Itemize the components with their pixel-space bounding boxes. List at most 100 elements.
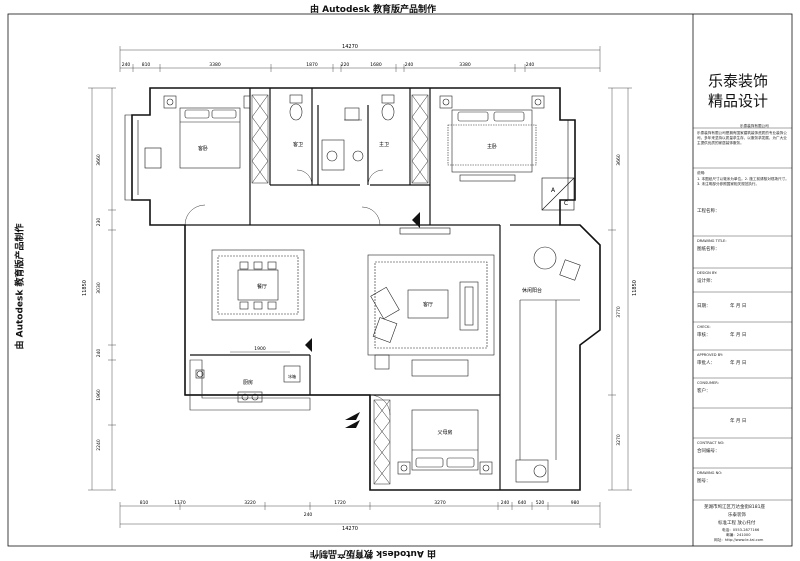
- date-value-4: 年 月 日: [730, 419, 747, 424]
- company-postcode: 邮编：241000: [726, 533, 751, 537]
- company-name: 乐泰装饰: [728, 513, 746, 518]
- bottom-dim-6: 240: [501, 500, 510, 506]
- notes-text: 1. 本图纸尺寸以毫米为单位。2. 施工前请核对现场尺寸。3. 未注明部分参照国…: [697, 177, 789, 186]
- guest-wardrobe: [251, 94, 269, 184]
- date-value-1: 年 月 日: [730, 304, 747, 309]
- drawing-title-value: 图纸名称：: [697, 247, 720, 252]
- notes-label: 说明:: [697, 171, 706, 175]
- balcony-furniture: [519, 246, 581, 460]
- company-address: 芜湖市鸠江区万达金街8181座: [704, 505, 765, 510]
- entry-arrow: [305, 212, 420, 428]
- left-dim-4: 240: [96, 349, 102, 358]
- brand-title-line1: 乐泰装饰: [708, 72, 769, 90]
- left-dim-3: 3030: [96, 282, 102, 294]
- approved-label: APPROVED BY:: [697, 353, 723, 357]
- doors: [184, 169, 391, 416]
- drawing-no-label: DRAWING NO:: [697, 471, 723, 475]
- sheet-border: [7, 13, 793, 547]
- left-dim-5: 1960: [96, 389, 102, 401]
- contract-label: CONTRACT NO:: [697, 441, 725, 445]
- check-label: CHECK:: [697, 325, 711, 329]
- label-balcony: 休闲阳台: [522, 287, 542, 294]
- label-dining: 餐厅: [257, 283, 267, 290]
- drawing-title-label: DRAWING TITLE:: [697, 239, 727, 243]
- brand-title-line2: 精品设计: [708, 92, 769, 110]
- left-total-dim: 11850: [82, 280, 88, 296]
- drawing-no-value: 图号：: [697, 479, 711, 484]
- date-value-3: 年 月 日: [730, 361, 747, 366]
- bottom-dim-2: 1170: [174, 500, 186, 506]
- right-dim-1: 3660: [616, 154, 622, 166]
- marker-a: A: [551, 187, 556, 194]
- top-dim-1: 240: [122, 62, 131, 68]
- bottom-dim-7: 640: [518, 500, 527, 506]
- brand-sub: 乐泰装饰有限公司: [740, 124, 769, 128]
- guest-bath-fixtures: [289, 94, 362, 171]
- top-dim-8: 3380: [459, 62, 471, 68]
- design-value: 设计师：: [697, 279, 715, 284]
- label-living: 客厅: [423, 301, 433, 308]
- title-block-lines: [693, 127, 792, 501]
- label-guest-bedroom: 客卧: [198, 145, 208, 152]
- design-label: DESIGN BY:: [697, 271, 718, 275]
- approved-value: 审批人：: [697, 361, 715, 366]
- marker-box: [541, 177, 575, 211]
- living-room-furniture: [367, 254, 495, 377]
- top-dim-9: 240: [526, 62, 535, 68]
- label-master-bath: 主卫: [379, 141, 389, 148]
- master-wardrobe: [411, 94, 429, 184]
- contract-value: 合同编号：: [697, 449, 720, 454]
- watermark-top: 由 Autodesk 教育版产品制作: [310, 5, 437, 15]
- guest-bedroom-desk: [144, 147, 162, 169]
- bottom-mid-dim: 240: [304, 512, 313, 518]
- label-master-bedroom: 主卧: [487, 143, 497, 150]
- right-dimensions: [608, 87, 632, 491]
- top-dim-2: 810: [142, 62, 151, 68]
- entry-window: [399, 227, 451, 235]
- kitchen-counter: [189, 359, 311, 411]
- bottom-dim-5: 3270: [434, 500, 446, 506]
- company-phone: 电话：0553-2877166: [722, 528, 760, 532]
- left-dim-6: 2240: [96, 439, 102, 451]
- consumer-label: CONSUMER:: [697, 381, 719, 385]
- top-dim-6: 1680: [370, 62, 382, 68]
- bottom-dim-4: 1720: [334, 500, 346, 506]
- company-about: 乐泰装饰有限公司是拥有国家建筑装饰资质的专业装饰公司，多年来坚持以质量求生存、以…: [697, 131, 787, 145]
- bottom-dim-8: 520: [536, 500, 545, 506]
- guest-bed: [163, 95, 251, 169]
- bottom-total-dim: 14270: [342, 526, 358, 532]
- left-dim-1: 3660: [96, 154, 102, 166]
- company-website: 网址：http://www.le-tai.com: [714, 538, 764, 542]
- label-fridge: 冰箱: [288, 373, 296, 379]
- parents-bed: [397, 409, 549, 483]
- label-parents-bedroom: 父母房: [437, 429, 452, 436]
- bottom-dim-1: 810: [140, 500, 149, 506]
- left-dimensions: [88, 87, 116, 491]
- top-dim-5: 220: [341, 62, 350, 68]
- inner-width-dim: 1900: [254, 346, 266, 352]
- company-slogan: 标准工程 放心托付: [718, 521, 756, 526]
- check-value: 审核：: [697, 333, 711, 338]
- master-bay-window: [560, 119, 569, 201]
- top-dim-7: 240: [405, 62, 414, 68]
- top-total-dim: 14270: [342, 44, 358, 50]
- right-dim-2: 3770: [616, 306, 622, 318]
- top-dim-3: 3380: [209, 62, 221, 68]
- project-name-label: 工程名称：: [697, 209, 720, 214]
- right-dim-3: 3270: [616, 434, 622, 446]
- label-kitchen: 厨房: [243, 379, 253, 386]
- right-total-dim: 11850: [632, 280, 638, 296]
- top-dim-4: 1870: [306, 62, 318, 68]
- master-bed: [439, 95, 545, 182]
- top-dimensions: [119, 46, 601, 72]
- label-guest-bath: 客卫: [293, 141, 303, 148]
- left-dim-2: 230: [96, 218, 102, 227]
- bottom-dim-9: 980: [571, 500, 580, 506]
- date-label-1: 日期：: [697, 304, 711, 309]
- bottom-dim-3: 3220: [244, 500, 256, 506]
- marker-c: C: [564, 200, 568, 207]
- guest-bay-window: [124, 114, 150, 201]
- master-bath-fixtures: [352, 94, 395, 162]
